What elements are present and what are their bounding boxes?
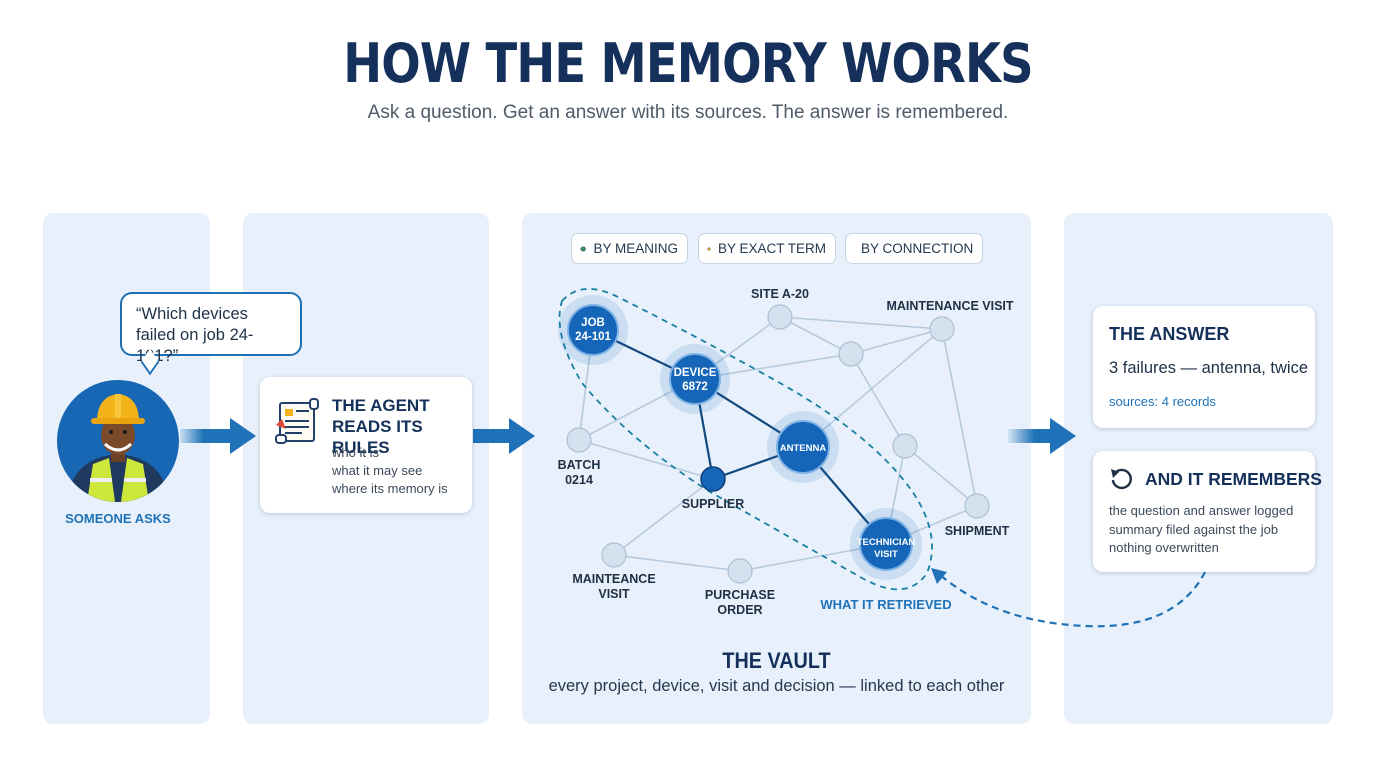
undo-icon xyxy=(1111,468,1132,490)
retrieved-label: WHAT IT RETRIEVED xyxy=(820,597,951,612)
page-subtitle: Ask a question. Get an answer with its s… xyxy=(367,102,1009,123)
vault-title: THE VAULT xyxy=(722,648,831,673)
node-maint-top xyxy=(929,316,955,342)
node-batch-label-1: BATCH xyxy=(558,458,601,472)
node-batch xyxy=(566,427,592,453)
node-antenna-label: ANTENNA xyxy=(780,443,827,454)
node-purchase-label-2: ORDER xyxy=(717,603,762,617)
node-plain xyxy=(838,341,864,367)
node-purchase xyxy=(727,558,753,584)
vault-subtitle: every project, device, visit and decisio… xyxy=(548,677,1005,695)
rules-card: THE AGENT READS ITS RULES who it is what… xyxy=(260,377,472,513)
remember-line: nothing overwritten xyxy=(1109,540,1219,555)
node-job-label-1: JOB xyxy=(581,317,605,329)
chip-icon xyxy=(580,245,587,252)
node-technician xyxy=(850,508,922,580)
search-mode-exact: BY EXACT TERM xyxy=(698,233,836,264)
chip-icon xyxy=(707,246,711,251)
scroll-icon xyxy=(275,398,319,444)
node-technician-label-1: TECHNICIAN xyxy=(857,537,916,548)
graph-edge xyxy=(779,316,943,330)
node-maint-bottom-label-2: VISIT xyxy=(598,587,630,601)
node-maint-bottom-label-1: MAINTEANCE xyxy=(572,572,655,586)
caption-someone-asks: SOMEONE ASKS xyxy=(65,511,171,526)
rules-title: THE AGENT READS ITS RULES xyxy=(332,395,472,458)
remember-line: summary filed against the job xyxy=(1109,521,1279,537)
vault-graph: JOB 24-101 DEVICE 6872 ANTENNA TECHNICIA… xyxy=(558,287,1014,617)
graph-edge xyxy=(779,316,852,355)
graph-edge xyxy=(904,445,978,507)
arrow-to-rules xyxy=(180,418,256,454)
return-arrow xyxy=(931,568,1206,628)
graph-edge xyxy=(850,328,943,355)
question-bubble: “Which devices failed on job 24-101?” xyxy=(120,292,302,365)
node-job xyxy=(558,295,628,365)
node-purchase-label-1: PURCHASE xyxy=(705,588,775,602)
remember-title: AND IT REMEMBERS xyxy=(1145,469,1322,489)
graph-edge xyxy=(941,328,978,507)
node-device xyxy=(660,344,730,414)
rules-line: who it is xyxy=(332,445,379,460)
search-mode-label: BY MEANING xyxy=(593,241,678,256)
page-title: HOW THE MEMORY WORKS xyxy=(343,32,1033,95)
node-antenna xyxy=(767,411,839,483)
panel-vault xyxy=(522,213,1031,724)
remember-card: AND IT REMEMBERS the question and answer… xyxy=(1093,451,1322,572)
rules-title-line2: READS ITS RULES xyxy=(332,417,423,457)
rules-line: what it may see xyxy=(332,463,423,478)
node-shipment xyxy=(964,493,990,519)
rules-list: who it is what it may see where its memo… xyxy=(332,444,448,498)
graph-edge xyxy=(613,554,741,572)
remember-list: the question and answer logged summary f… xyxy=(1109,502,1293,558)
rules-line: where its memory is xyxy=(332,481,448,496)
node-device-label-1: DEVICE xyxy=(674,367,717,379)
node-supplier-label: SUPPLIER xyxy=(682,497,745,511)
person-avatar xyxy=(57,380,179,502)
node-supplier xyxy=(700,466,726,492)
node-site xyxy=(767,304,793,330)
node-batch-label-2: 0214 xyxy=(565,473,593,487)
search-mode-meaning: BY MEANING xyxy=(571,233,688,264)
node-technician-label-2: VISIT xyxy=(874,549,898,560)
node-plain xyxy=(892,433,918,459)
graph-edge xyxy=(613,478,714,556)
rules-title-line1: THE AGENT xyxy=(332,396,430,415)
remember-line: the question and answer logged xyxy=(1109,503,1294,518)
node-site-label: SITE A-20 xyxy=(751,287,809,301)
node-device-label-2: 6872 xyxy=(682,381,708,393)
graph-edge xyxy=(578,439,714,480)
node-maint-bottom xyxy=(601,542,627,568)
search-mode-label: BY CONNECTION xyxy=(861,241,974,256)
retrieved-outline xyxy=(558,288,933,591)
answer-title: THE ANSWER xyxy=(1109,324,1230,344)
graph-edge xyxy=(850,353,906,447)
node-maint-top-label: MAINTENANCE VISIT xyxy=(886,299,1013,313)
node-shipment-label: SHIPMENT xyxy=(945,524,1010,538)
graph-edge xyxy=(694,353,852,380)
arrow-to-vault xyxy=(473,418,535,454)
node-job-label-2: 24-101 xyxy=(575,331,611,343)
answer-card: THE ANSWER 3 failures — antenna, twice s… xyxy=(1093,306,1315,428)
answer-sources: sources: 4 records xyxy=(1109,394,1216,409)
graph-edge xyxy=(802,328,943,448)
answer-text: 3 failures — antenna, twice xyxy=(1109,359,1309,377)
arrow-to-answer xyxy=(1008,418,1076,454)
search-mode-connection: BY CONNECTION xyxy=(845,233,983,264)
search-mode-label: BY EXACT TERM xyxy=(717,241,826,256)
